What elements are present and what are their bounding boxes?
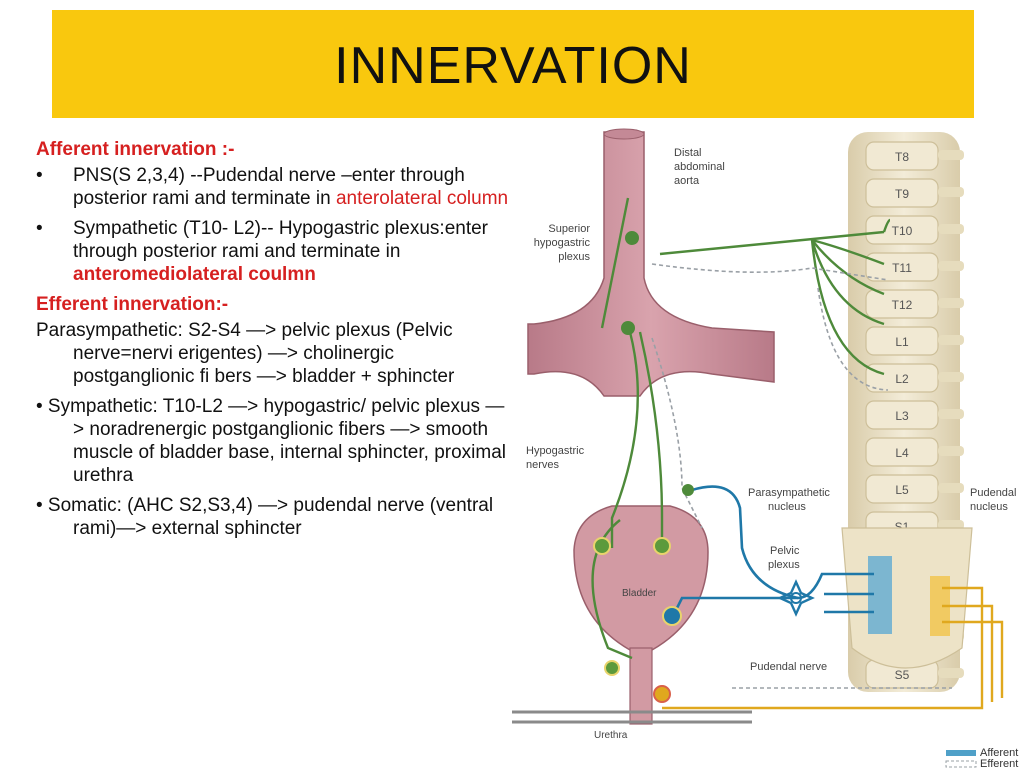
symp-fiber (811, 239, 885, 296)
innervation-diagram: T8T9T10T11T12L1L2L3L4L5S1S2S3S4S5 (512, 128, 1018, 768)
label-aorta: abdominal (674, 161, 725, 173)
bladder (573, 505, 709, 651)
vertebra-label: T8 (895, 150, 909, 164)
vertebra-label: L5 (895, 483, 909, 497)
ganglion-cell (593, 537, 611, 555)
vertebra-process (938, 372, 964, 382)
bullet: • (36, 218, 43, 239)
label-aorta: aorta (674, 175, 700, 187)
ganglion-cell (604, 660, 620, 676)
symp-fiber (638, 331, 664, 548)
label-parasympathetic-nucleus: Parasympathetic (748, 487, 830, 499)
sacrum (841, 527, 973, 669)
ganglion-cell (653, 685, 671, 703)
label-urethra: Urethra (594, 730, 628, 741)
afferent-item-pns: • PNS(S 2,3,4) --Pudendal nerve –enter t… (36, 164, 511, 210)
symp-fiber (659, 230, 885, 256)
afferent-item-text: PNS(S 2,3,4) --Pudendal nerve –enter thr… (73, 165, 465, 209)
somatic-fiber (942, 604, 994, 702)
vertebra-process (938, 150, 964, 160)
somatic-fibers (662, 586, 1004, 710)
legend-efferent-swatch (945, 760, 977, 768)
aorta-vessel (527, 131, 775, 397)
ganglion-cell (662, 606, 682, 626)
vertebra-label: T9 (895, 187, 909, 201)
legend-afferent-label: Afferent (980, 747, 1018, 759)
neuron-cells (593, 231, 694, 703)
vertebra-label: S5 (895, 668, 910, 682)
label-hypogastric-nerves: nerves (526, 459, 560, 471)
symp-fiber (610, 331, 640, 548)
label-parasympathetic-nucleus: nucleus (768, 501, 806, 513)
label-superior-hypogastric-plexus: hypogastric (534, 237, 591, 249)
bullet: • (36, 165, 43, 186)
label-hypogastric-nerves: Hypogastric (526, 445, 585, 457)
urethra (629, 647, 653, 725)
efferent-item-sympathetic: • Sympathetic: T10-L2 —> hypogastric/ pe… (36, 396, 507, 486)
vertebra-process (938, 335, 964, 345)
ganglion-cell (621, 321, 635, 335)
efferent-fiber (651, 263, 889, 281)
legend: Afferent Efferent (945, 747, 1018, 768)
vertebra-process (938, 224, 964, 234)
vertebra-label: L3 (895, 409, 909, 423)
vertebra-process (938, 409, 964, 419)
vertebra-process (938, 187, 964, 197)
label-pudendal-nucleus: Pudendal (970, 487, 1017, 499)
symp-fiber (600, 197, 630, 329)
symp-fiber (591, 519, 633, 660)
symp-fiber (882, 218, 891, 233)
ganglion-cell (625, 231, 639, 245)
efferent-item-parasympathetic: Parasympathetic: S2-S4 —> pelvic plexus … (36, 320, 455, 387)
label-pudendal-nerve: Pudendal nerve (750, 661, 827, 673)
label-pudendal-nucleus: nucleus (970, 501, 1008, 513)
vertebra-label: T12 (892, 298, 913, 312)
ganglion-cell (653, 537, 671, 555)
pelvic-plexus-star (777, 579, 815, 617)
label-superior-hypogastric-plexus: plexus (558, 251, 590, 263)
efferent-fiber (651, 337, 703, 529)
vertebra-label: L2 (895, 372, 909, 386)
efferent-fiber (817, 287, 889, 391)
vertebra-label: L1 (895, 335, 909, 349)
symp-fiber (810, 239, 885, 376)
somatic-fiber (942, 620, 1004, 698)
diagram-labels: Distal abdominal aorta Superior hypogast… (526, 147, 1017, 741)
aorta-top (603, 128, 645, 140)
sympathetic-fibers (591, 197, 891, 660)
vertebra-process (938, 446, 964, 456)
vertebra-label: L4 (895, 446, 909, 460)
vertebra-process (938, 483, 964, 493)
label-pelvic-plexus: plexus (768, 559, 800, 571)
vertebra-process (938, 298, 964, 308)
title-bar: INNERVATION (52, 10, 974, 118)
efferent-heading: Efferent innervation:- (36, 294, 229, 315)
label-bladder: Bladder (622, 588, 657, 599)
slide-title: INNERVATION (334, 37, 692, 95)
afferent-item-highlight: anteromediolateral coulmn (73, 264, 316, 285)
label-superior-hypogastric-plexus: Superior (548, 223, 590, 235)
efferent-dashed-fibers (651, 263, 952, 689)
vertebra-process (938, 668, 964, 678)
afferent-item-highlight: anterolateral column (335, 188, 509, 209)
afferent-heading: Afferent innervation :- (36, 139, 235, 160)
notes-text: Afferent innervation :- • PNS(S 2,3,4) -… (36, 136, 511, 547)
label-aorta: Distal (674, 147, 702, 159)
afferent-item-sympathetic: • Sympathetic (T10- L2)-- Hypogastric pl… (36, 217, 511, 286)
afferent-item-text: Sympathetic (T10- L2)-- Hypogastric plex… (73, 218, 488, 262)
vertebra-process (938, 261, 964, 271)
vertebra-label: T10 (892, 224, 913, 238)
efferent-item-somatic: • Somatic: (AHC S2,S3,4) —> pudendal ner… (36, 495, 494, 539)
symp-fiber (810, 239, 885, 326)
somatic-fiber (662, 586, 984, 710)
legend-afferent-swatch (946, 750, 976, 756)
legend-efferent-label: Efferent (980, 758, 1018, 768)
label-pelvic-plexus: Pelvic (770, 545, 800, 557)
vertebra-label: T11 (892, 261, 912, 275)
para-fiber (691, 485, 799, 600)
symp-fiber (811, 238, 885, 266)
ganglion-cell (682, 484, 694, 496)
